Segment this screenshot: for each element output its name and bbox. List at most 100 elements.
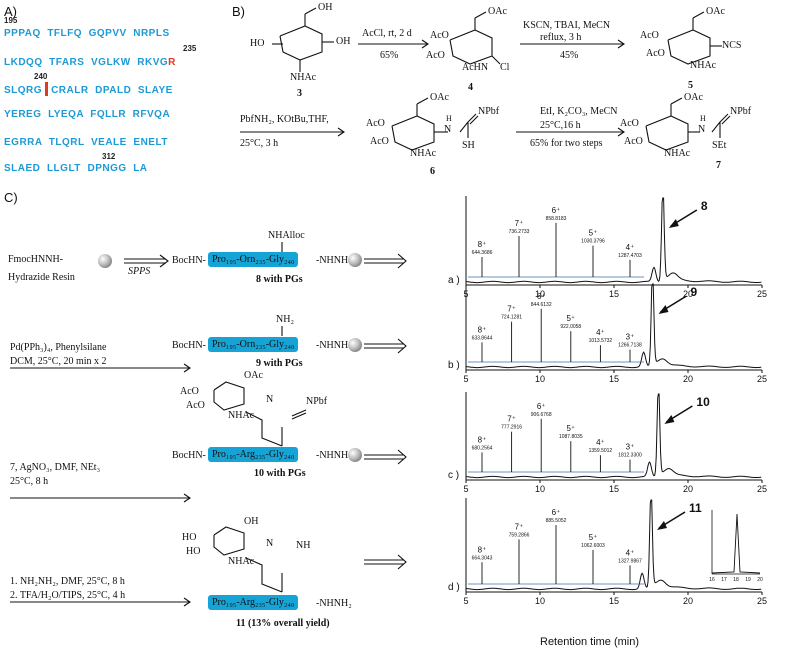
ms-mz-label-2-0: 680.2564 (472, 445, 493, 451)
row2-nhnh: -NHNH- (316, 340, 352, 351)
c7-h: H (700, 114, 706, 123)
row4-ho-2: HO (186, 546, 201, 557)
x-tick-label-1-20: 20 (683, 374, 693, 384)
ms-ion-label-0-0: 8⁺ (478, 240, 487, 249)
c6-oac: OAc (430, 92, 449, 103)
compound-7-label: 7 (716, 160, 721, 171)
c6-aco-1: AcO (366, 118, 385, 129)
c6-sh: SH (462, 140, 475, 151)
inset-tick-20: 20 (757, 577, 763, 583)
row3-n: N (266, 394, 274, 405)
x-tick-label-1-15: 15 (609, 374, 619, 384)
ms-mz-label-1-4: 1013.5732 (589, 338, 613, 344)
step2-line2: DCM, 25°C, 20 min x 2 (10, 356, 107, 367)
ms-mz-label-1-0: 633.8644 (472, 335, 493, 341)
x-tick-label-3-25: 25 (757, 596, 767, 606)
resin-fmoc-label: FmocHNNH- (8, 254, 63, 265)
peak-label-0: 8 (701, 199, 708, 213)
x-tick-label-2-25: 25 (757, 484, 767, 494)
row2-bochn: BocHN- (172, 340, 206, 351)
ms-mz-label-0-2: 858.8183 (546, 216, 567, 222)
row3-nhnh: -NHNH- (316, 450, 352, 461)
c5-nhac: NHAc (690, 60, 717, 71)
x-tick-label-3-10: 10 (535, 596, 545, 606)
c6-nhac: NHAc (410, 148, 437, 159)
peptide-8-sequence: Pro₁₉₅-Orn₂₃₅-Gly₂₄₀ (208, 252, 299, 267)
ms-mz-label-2-3: 1087.8035 (559, 434, 583, 440)
ms-mz-label-0-4: 1287.4703 (618, 253, 642, 259)
c3-oh-top: OH (318, 2, 333, 13)
panel-c-label: C) (4, 190, 18, 205)
ms-ion-label-1-1: 7⁺ (507, 305, 516, 314)
hplc-trace-0 (466, 197, 762, 284)
compound-3-label: 3 (297, 88, 302, 99)
x-tick-label-3-5: 5 (463, 596, 468, 606)
panel-letter-3: d ) (448, 582, 460, 593)
cond-3-top: PbfNH₂, KOtBu,THF, (240, 114, 329, 125)
cond-4-top: EtI, K₂CO₃, MeCN (540, 106, 618, 117)
c3-oh-anomeric: OH (336, 36, 351, 47)
sequence-line-4: YEREG LYEQA FQLLR RFVQA (4, 109, 171, 120)
compound-5-label: 5 (688, 80, 693, 91)
scheme-b-structures (240, 7, 731, 151)
panel-letter-2: c ) (448, 470, 459, 481)
peak-arrowhead-0 (668, 219, 679, 228)
x-tick-label-2-5: 5 (463, 484, 468, 494)
peptide-11-sequence: Pro₁₉₅-Arg₂₃₅-Gly₂₄₀ (208, 595, 299, 610)
sequence-line-5: EGRRA TLQRL VEALE ENELT (4, 137, 168, 148)
row3-aco-2: AcO (186, 400, 205, 411)
residue-number-195: 195 (4, 16, 18, 25)
row4-ho-1: HO (182, 532, 197, 543)
c3-ho: HO (250, 38, 265, 49)
x-tick-label-3-20: 20 (683, 596, 693, 606)
resin-bead-icon (98, 254, 112, 268)
ms-ion-label-1-0: 8⁺ (478, 325, 487, 334)
c3-nhac: NHAc (290, 72, 317, 83)
row2-bead-icon (348, 338, 362, 352)
ms-ion-label-3-2: 6⁺ (552, 508, 561, 517)
ms-ion-label-0-3: 5⁺ (589, 229, 598, 238)
c7-set: SEt (712, 140, 727, 151)
step2-line1: Pd(PPh₃)₄, Phenylsilane (10, 342, 107, 353)
row3-npbf: NPbf (306, 396, 328, 407)
ms-mz-label-3-2: 885.5052 (546, 518, 567, 524)
inset-tick-19: 19 (745, 577, 751, 583)
row1-bead-icon (348, 253, 362, 267)
x-axis-title: Retention time (min) (540, 636, 640, 648)
row3-nhac: NHAc (228, 410, 255, 421)
row4-nh: NH (296, 540, 311, 551)
step4-line2: 2. TFA/H₂O/TIPS, 25°C, 4 h (10, 590, 126, 601)
sequence-line-6: SLAED LLGLT DPNGG LA (4, 163, 148, 174)
residue-number-235: 235 (183, 44, 197, 53)
row3-aco-1: AcO (180, 386, 199, 397)
row4-nhnh2: -NHNH₂ (316, 598, 352, 609)
x-tick-label-1-5: 5 (463, 374, 468, 384)
sequence-line-2: LKDQQ TFARS VGLKW RKVGR (4, 57, 176, 68)
peak-arrowhead-2 (664, 415, 675, 424)
x-tick-label-1-25: 25 (757, 374, 767, 384)
panel-b-label: B) (232, 4, 245, 19)
peak-label-3: 11 (689, 501, 702, 515)
row1-nhnh: -NHNH- (316, 255, 352, 266)
ms-mz-label-2-1: 777.2916 (501, 425, 522, 431)
x-tick-label-2-20: 20 (683, 484, 693, 494)
ms-ion-label-3-3: 5⁺ (589, 533, 598, 542)
row4-n: N (266, 538, 274, 549)
row4-nhac: NHAc (228, 556, 255, 567)
peak-arrowhead-1 (658, 305, 669, 314)
compound-11-label: 11 (13% overall yield) (236, 618, 330, 629)
inset-tick-17: 17 (721, 577, 727, 583)
cond-2-bottom: 45% (560, 50, 579, 61)
c7-npbf: NPbf (730, 106, 752, 117)
cond-1-bottom: 65% (380, 50, 399, 61)
cond-3-bottom: 25°C, 3 h (240, 138, 279, 149)
cond-4-bottom: 65% for two steps (530, 138, 603, 149)
ms-ion-label-2-0: 8⁺ (478, 435, 487, 444)
ms-mz-label-3-3: 1062.6003 (581, 543, 605, 549)
ms-mz-label-0-0: 644.3686 (472, 250, 493, 256)
compound-6-label: 6 (430, 166, 435, 177)
cond-2-mid: reflux, 3 h (540, 32, 582, 43)
ms-mz-label-2-2: 906.6768 (531, 412, 552, 418)
ms-ion-label-3-1: 7⁺ (515, 522, 524, 531)
